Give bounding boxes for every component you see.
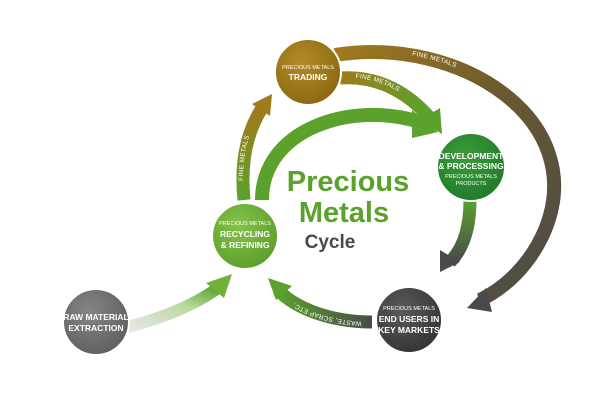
development-to-endusers-arrow <box>440 199 477 272</box>
recycling-big-label-2: & REFINING <box>220 240 270 250</box>
end-users-big-label-2: KEY MARKETS <box>378 325 440 335</box>
raw-material-node: RAW MATERIAL EXTRACTION <box>62 288 130 356</box>
end-users-small-label: PRECIOUS METALS <box>383 306 435 312</box>
recycling-big-label-1: RECYCLING <box>220 229 270 239</box>
raw-material-big-label-1: RAW MATERIAL <box>63 312 128 322</box>
trading-node: PRECIOUS METALS TRADING <box>274 38 342 106</box>
recycling-small-label: PRECIOUS METALS <box>219 221 271 227</box>
trading-big-label: TRADING <box>289 72 328 82</box>
diagram-title: Precious Metals Cycle <box>287 166 410 253</box>
left-fine-metals-arrow: FINE METALS <box>236 94 272 201</box>
recycling-to-development-arrow <box>255 108 438 201</box>
development-node: DEVELOPMENT & PROCESSING PRECIOUS METALS… <box>436 132 506 202</box>
development-big-label-1: DEVELOPMENT <box>439 151 505 161</box>
raw-material-big-label-2: EXTRACTION <box>68 323 123 333</box>
development-small-label-1: PRECIOUS METALS <box>445 174 497 180</box>
raw-to-recycling-arrow <box>126 274 232 333</box>
development-small-label-2: PRODUCTS <box>456 181 487 187</box>
end-users-node: PRECIOUS METALS END USERS IN KEY MARKETS <box>375 286 443 354</box>
recycling-node: PRECIOUS METALS RECYCLING & REFINING <box>211 202 279 270</box>
trading-small-label: PRECIOUS METALS <box>282 65 334 71</box>
end-users-big-label-1: END USERS IN <box>379 314 439 324</box>
title-line-2: Metals <box>299 197 389 229</box>
development-big-label-2: & PROCESSING <box>438 161 504 171</box>
title-line-1: Precious <box>287 166 410 198</box>
bottom-waste-arrow: WASTE, SCRAP ETC. <box>268 278 373 329</box>
title-line-3: Cycle <box>305 232 356 253</box>
